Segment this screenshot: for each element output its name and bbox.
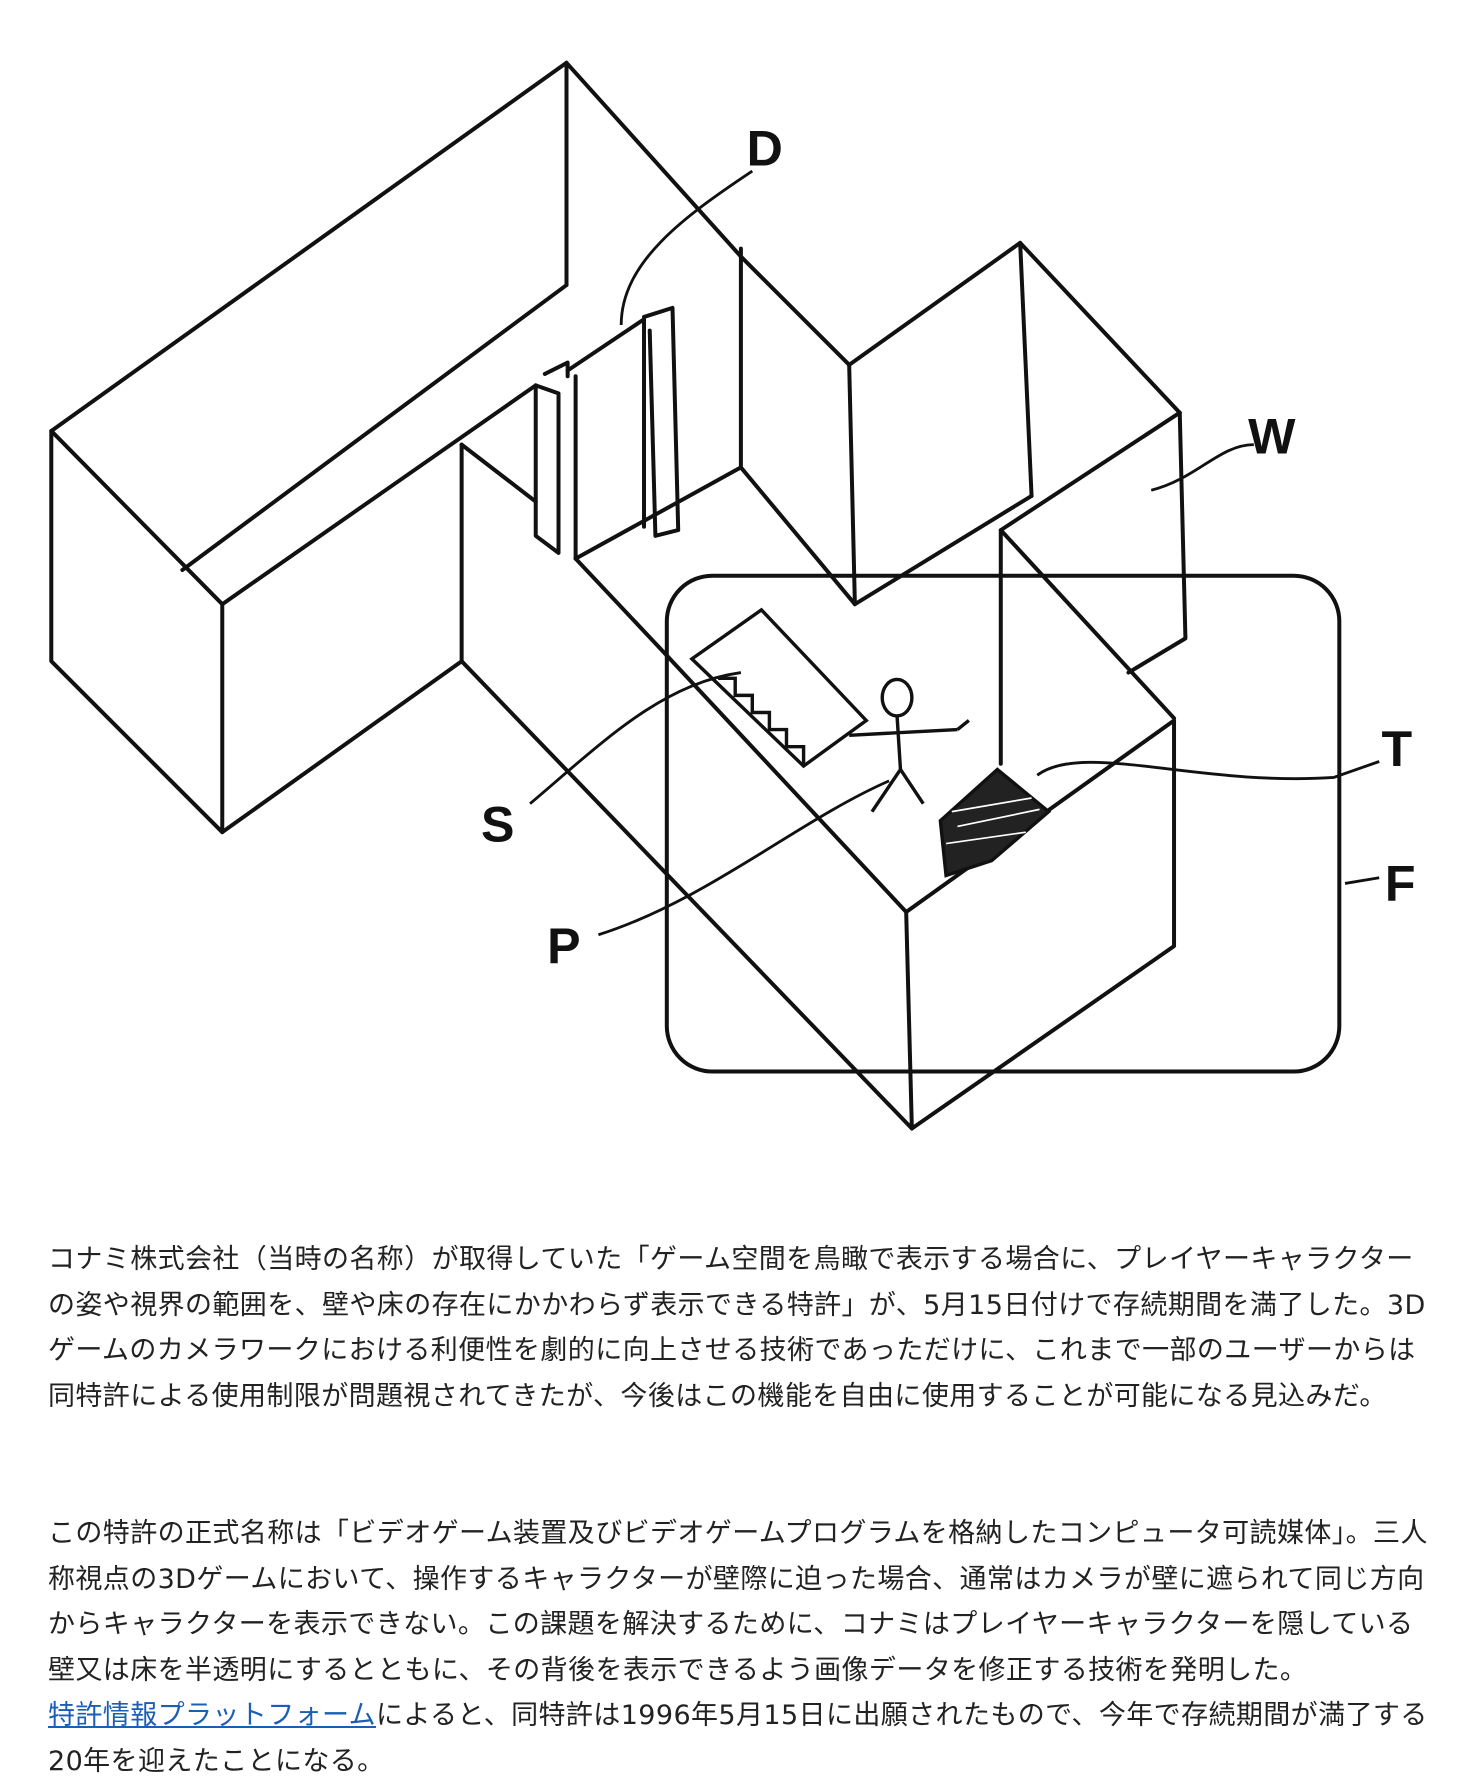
patent-figure: D W T F S P bbox=[49, 60, 1416, 1131]
label-d: D bbox=[747, 120, 783, 176]
leader-lines bbox=[529, 169, 1380, 937]
patent-drawing: D W T F S P bbox=[49, 60, 1416, 1131]
label-w: W bbox=[1248, 409, 1296, 465]
label-s: S bbox=[481, 796, 514, 852]
patent-platform-link[interactable]: 特許情報プラットフォーム bbox=[48, 1700, 376, 1732]
player-character bbox=[849, 677, 970, 813]
label-f: F bbox=[1385, 856, 1416, 912]
stairs bbox=[689, 607, 869, 769]
frame-f bbox=[664, 573, 1342, 1074]
building-lines bbox=[49, 60, 1188, 1131]
article-paragraph-2: この特許の正式名称は「ビデオゲーム装置及びビデオゲームプログラムを格納したコンピ… bbox=[48, 1511, 1438, 1785]
transparent-grid bbox=[938, 767, 1052, 878]
paragraph-2-text-continued: によると、同特許は1996年5月15日に出願されたもので、今年で存続期間が満了す… bbox=[48, 1700, 1428, 1777]
label-p: P bbox=[547, 918, 580, 974]
label-t: T bbox=[1381, 721, 1412, 777]
paragraph-2-text: この特許の正式名称は「ビデオゲーム装置及びビデオゲームプログラムを格納したコンピ… bbox=[48, 1518, 1428, 1686]
article-paragraph-1: コナミ株式会社（当時の名称）が取得していた「ゲーム空間を鳥瞰で表示する場合に、プ… bbox=[48, 1244, 1426, 1412]
